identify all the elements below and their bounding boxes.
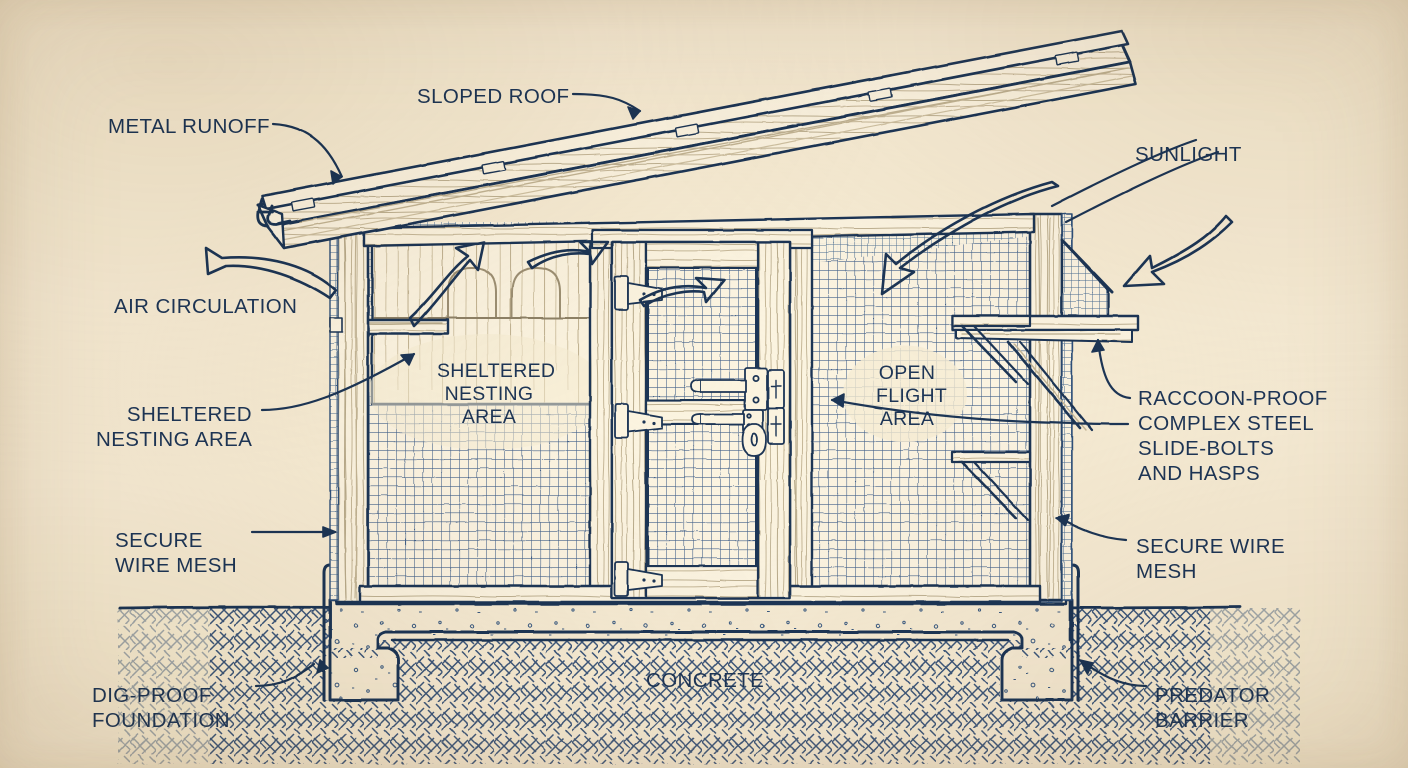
leader-secure-mesh-right [1055, 514, 1128, 542]
sunlight-rays [1050, 138, 1220, 224]
roof-ridge-cap [260, 29, 1130, 211]
air-circulation-arrow-inner-1 [408, 240, 486, 328]
exterior-landing-shelf [950, 238, 1140, 432]
callout-metal-runoff: METAL RUNOFF [108, 115, 270, 138]
sunlight-block-arrow-outer [1122, 214, 1234, 288]
corner-post-right [1028, 212, 1064, 602]
door-strap-hinge [614, 275, 663, 597]
air-circulation-arrow-outer [204, 246, 338, 300]
label-sheltered-nesting-area-inner: SHELTERED NESTING AREA [437, 360, 556, 428]
air-circulation-arrow-inner-2 [526, 240, 610, 270]
callout-secure-wire-mesh-left: SECURE WIRE MESH [115, 529, 238, 577]
center-mesh-door[interactable] [610, 240, 792, 600]
roost-brace [1006, 340, 1082, 430]
roof-fastener [290, 51, 1080, 212]
predator-barrier-skirt [322, 563, 1080, 702]
callout-raccoon-proof-hardware: RACCOON-PROOF COMPLEX STEEL SLIDE-BOLTS … [1138, 387, 1328, 485]
leader-metal-runoff [271, 122, 344, 185]
metal-runoff-gutter [256, 197, 292, 228]
nest-opening [511, 267, 561, 319]
door-rail-top [644, 240, 760, 270]
interior-roost-brackets [950, 314, 1032, 522]
callout-sheltered-nesting-area-left: SHELTERED NESTING AREA [96, 403, 253, 451]
door-jamb-right [786, 220, 814, 604]
soil-section [118, 604, 1305, 766]
door-jamb-left [588, 224, 614, 604]
leader-secure-mesh-left [250, 526, 337, 538]
label-open-flight-area-inner: OPEN FLIGHT AREA [876, 362, 948, 430]
callout-secure-wire-mesh-right: SECURE WIRE MESH [1136, 535, 1286, 583]
leader-raccoon-hardware-lower [830, 393, 1130, 426]
leader-predator-barrier [1079, 659, 1148, 688]
callout-air-circulation: AIR CIRCULATION [114, 295, 298, 318]
sunlight-block-arrow-inner [880, 180, 1060, 296]
callout-concrete: CONCRETE [646, 669, 765, 692]
air-circulation-arrow-door [638, 276, 726, 308]
corner-post-left [334, 216, 370, 604]
callout-sloped-roof: SLOPED ROOF [417, 85, 570, 108]
callout-dig-proof-foundation: DIG-PROOF FOUNDATION [92, 684, 231, 732]
label-backing-right [843, 346, 967, 442]
leader-raccoon-hardware-upper [1091, 338, 1132, 400]
callout-predator-barrier: PREDATOR BARRIER [1155, 684, 1271, 732]
leader-dig-proof-foundation [254, 659, 329, 688]
leader-sheltered-nesting-left [260, 352, 416, 412]
leader-sloped-roof [571, 92, 642, 120]
steel-slide-bolt-lower [691, 407, 785, 457]
callout-sunlight: SUNLIGHT [1135, 143, 1242, 166]
steel-slide-bolt-upper [690, 367, 785, 411]
sloped-roof [256, 29, 1138, 250]
